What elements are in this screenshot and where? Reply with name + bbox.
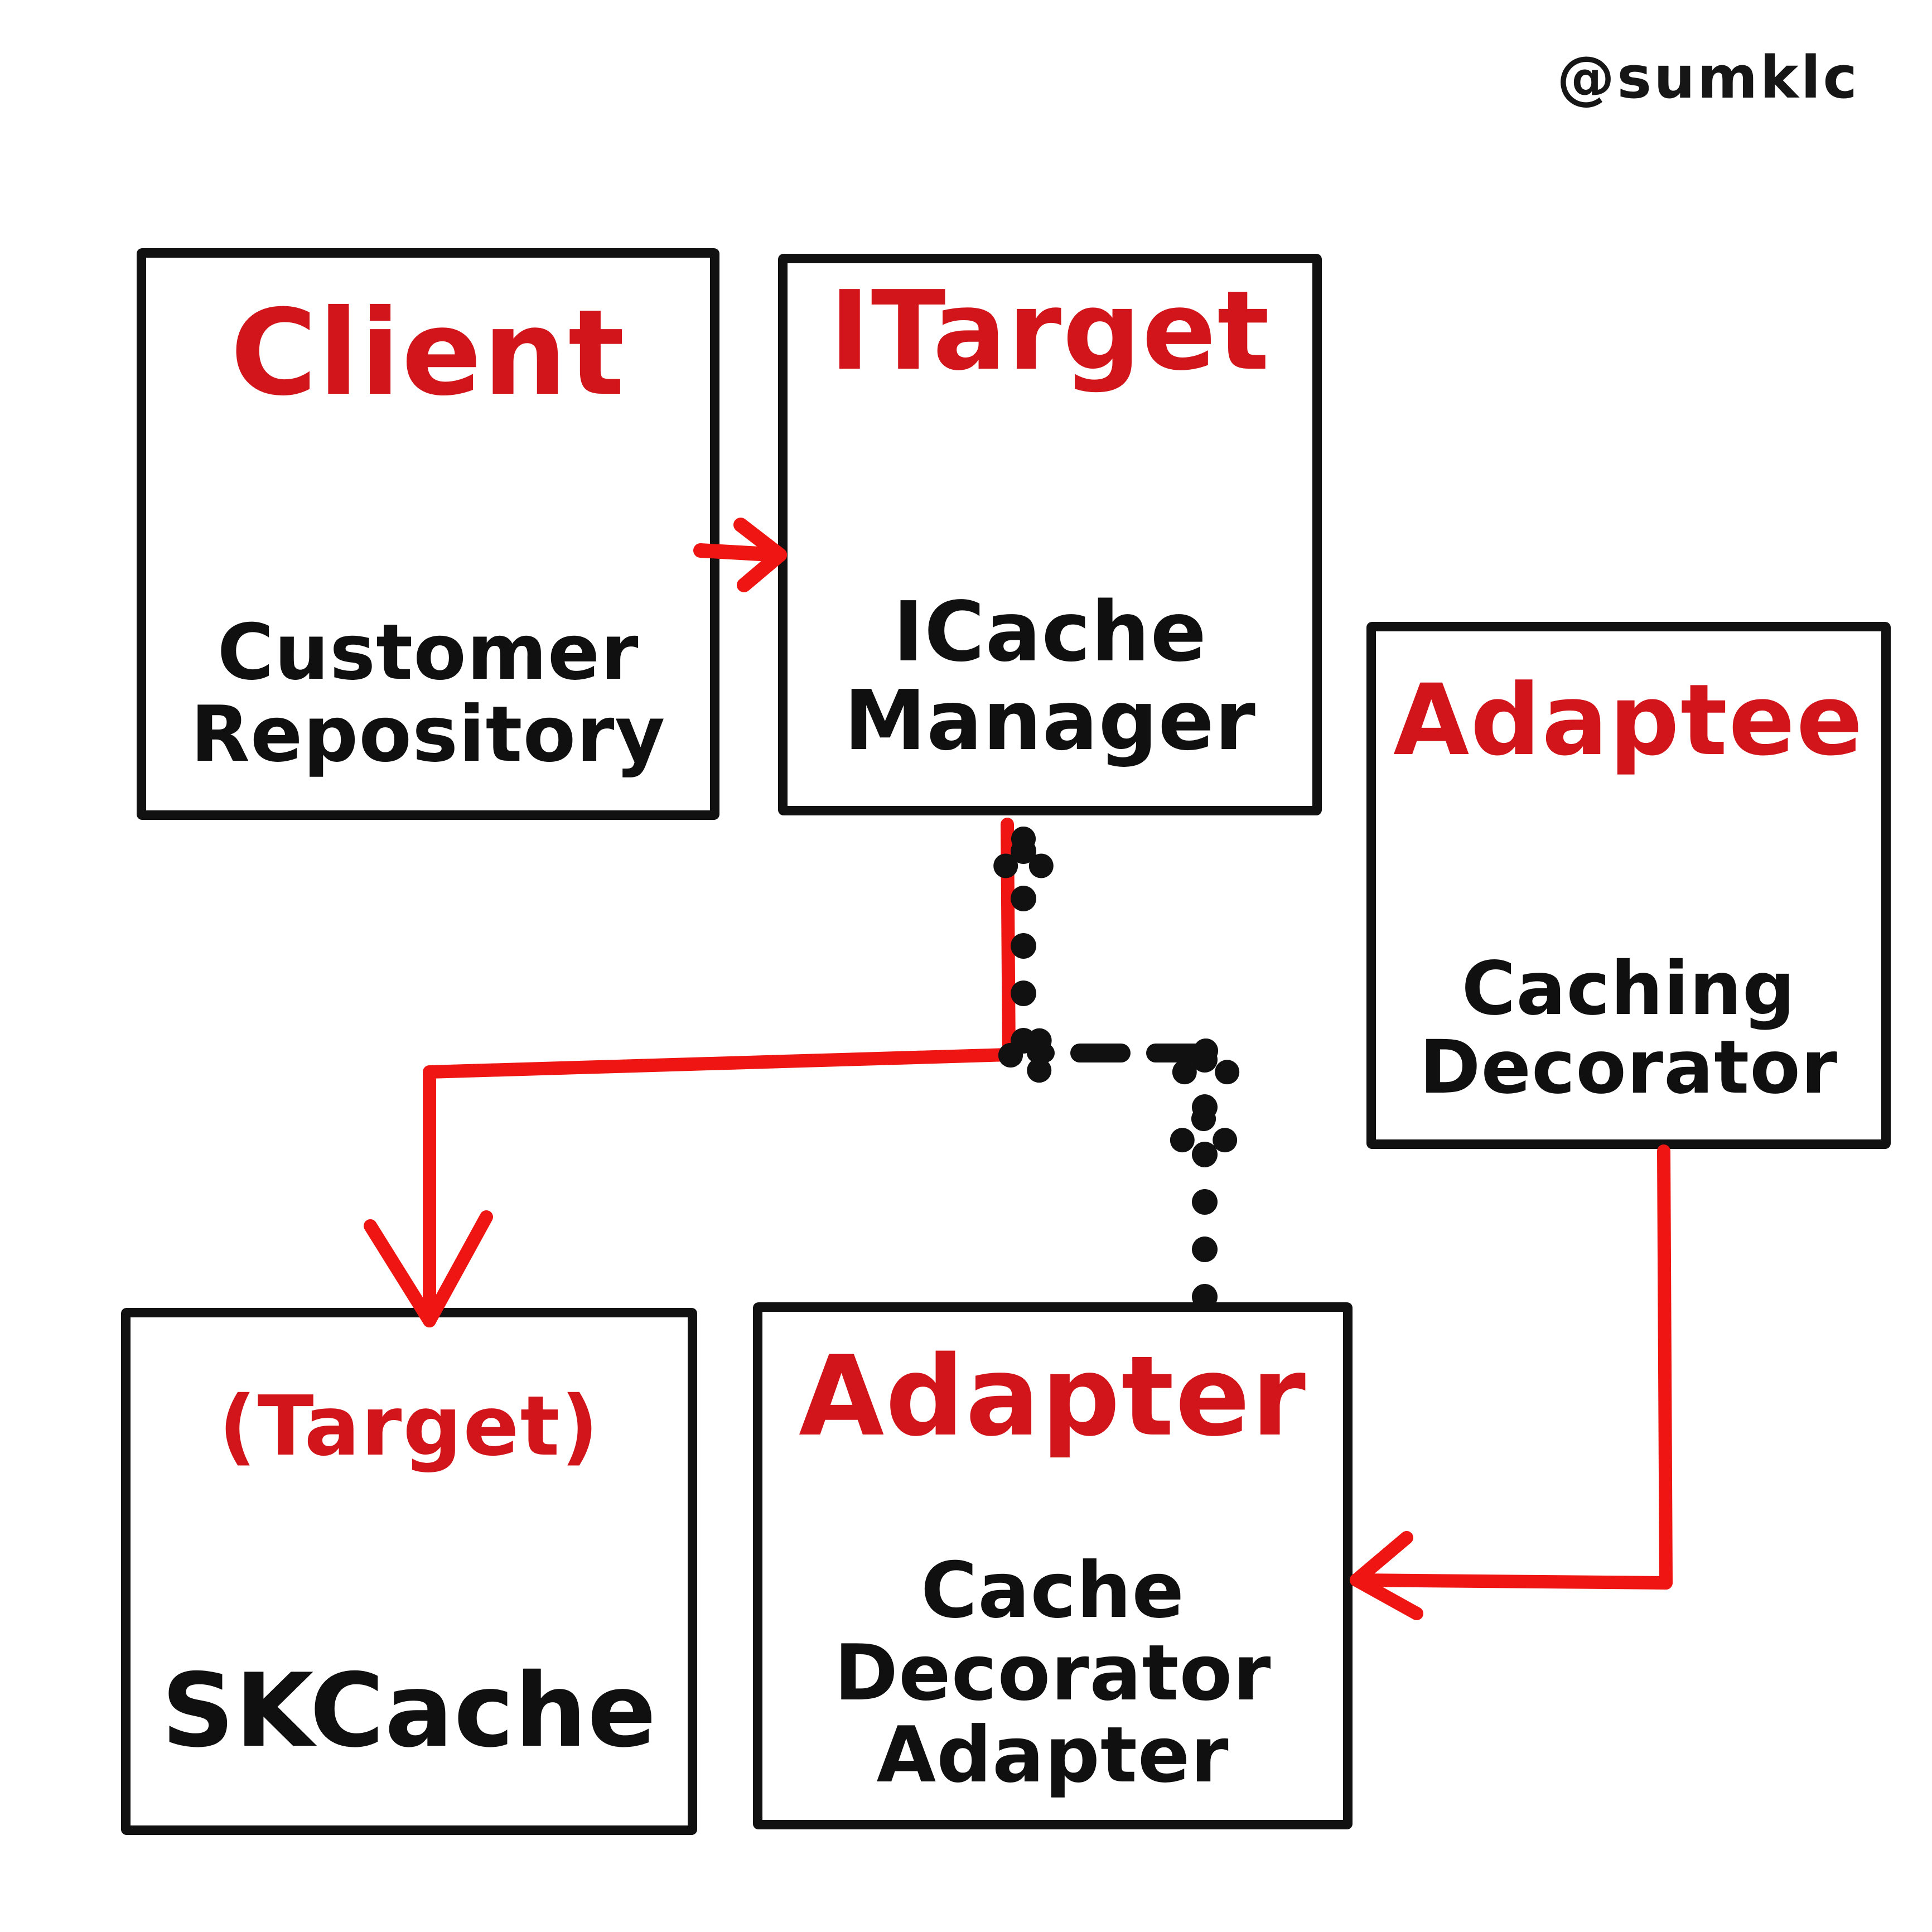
adaptee-box: Adaptee Caching Decorator xyxy=(1366,622,1891,1149)
adapter-label: Cache Decorator Adapter xyxy=(834,1545,1272,1800)
adapter-to-itarget-dashed-arrow xyxy=(976,826,1246,1310)
adapter-role-title: Adapter xyxy=(799,1332,1307,1461)
client-box: Client Customer Repository xyxy=(137,248,719,820)
adaptee-role-title: Adaptee xyxy=(1393,663,1864,777)
client-label: Customer Repository xyxy=(190,607,666,780)
itarget-role-title: ITarget xyxy=(829,268,1271,395)
adapter-box: Adapter Cache Decorator Adapter xyxy=(753,1302,1353,1829)
itarget-box: ITarget ICache Manager xyxy=(778,254,1322,815)
target-box: (Target) SKCache xyxy=(121,1308,697,1835)
itarget-to-target-arrow xyxy=(364,818,1016,1327)
target-role-title: (Target) xyxy=(218,1378,600,1474)
watermark-handle: @sumklc xyxy=(1557,44,1859,112)
target-label: SKCache xyxy=(161,1651,657,1770)
adaptee-label: Caching Decorator xyxy=(1419,945,1838,1110)
adaptee-to-adapter-arrow xyxy=(1350,1144,1673,1620)
itarget-label: ICache Manager xyxy=(844,584,1256,769)
client-role-title: Client xyxy=(230,284,626,422)
